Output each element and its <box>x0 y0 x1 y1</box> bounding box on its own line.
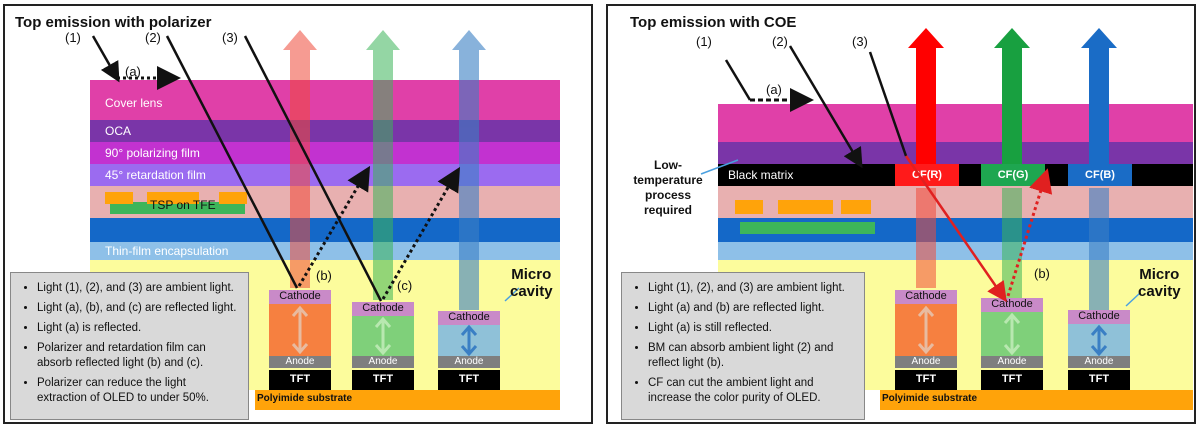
cathode-b: Cathode <box>438 311 500 325</box>
tsp-pad-right <box>219 192 247 204</box>
substrate-label: Polyimide substrate <box>257 393 353 404</box>
reflect-label-c: (c) <box>397 278 413 293</box>
oled-r <box>895 304 957 356</box>
notes-box: Light (1), (2), and (3) are ambient ligh… <box>10 272 249 420</box>
cover-lens-label: Cover lens <box>105 96 163 110</box>
note-item: BM can absorb ambient light (2) and refl… <box>648 341 854 371</box>
reflect-label-b: (b) <box>316 268 332 283</box>
anode-r: Anode <box>895 356 957 368</box>
retardation-film-label: 45° retardation film <box>105 168 206 182</box>
polyimide-substrate <box>255 390 560 410</box>
anode-g: Anode <box>352 356 414 368</box>
cathode-g: Cathode <box>352 302 414 316</box>
anode-b: Anode <box>1068 356 1130 368</box>
tft-r: TFT <box>895 370 957 390</box>
polyimide-substrate <box>880 390 1193 410</box>
ray-label-2: (2) <box>772 34 788 49</box>
tft-g: TFT <box>981 370 1043 390</box>
reflect-label-b: (b) <box>1034 266 1050 281</box>
oca-layer <box>718 142 1193 164</box>
ray-label-3: (3) <box>222 30 238 45</box>
polarizing-film-label: 90° polarizing film <box>105 146 200 160</box>
note-item: Light (a) is still reflected. <box>648 321 854 336</box>
note-item: Polarizer and retardation film can absor… <box>37 341 238 371</box>
tfe-label: Thin-film encapsulation <box>105 244 229 258</box>
panel-polarizer: Top emission with polarizer Cover lens O… <box>3 4 593 424</box>
cf-green: CF(G) <box>981 164 1045 186</box>
oled-r <box>269 304 331 356</box>
panel-coe: Top emission with COE Black matrix CF(R)… <box>606 4 1196 424</box>
tsp-green-bar <box>740 222 875 234</box>
cathode-r: Cathode <box>269 290 331 304</box>
note-item: CF can cut the ambient light and increas… <box>648 376 854 406</box>
note-item: Light (a), (b), and (c) are reflected li… <box>37 301 238 316</box>
note-item: Light (a) and (b) are reflected light. <box>648 301 854 316</box>
note-item: Light (1), (2), and (3) are ambient ligh… <box>648 281 854 296</box>
tft-r: TFT <box>269 370 331 390</box>
cathode-b: Cathode <box>1068 310 1130 324</box>
cathode-r: Cathode <box>895 290 957 304</box>
thin-film-layer <box>718 242 1193 260</box>
panel-title: Top emission with polarizer <box>15 14 212 31</box>
cathode-g: Cathode <box>981 298 1043 312</box>
cover-layer <box>718 104 1193 142</box>
tft-b: TFT <box>1068 370 1130 390</box>
anode-r: Anode <box>269 356 331 368</box>
ray-label-1: (1) <box>696 34 712 49</box>
reflect-label-a: (a) <box>125 64 141 79</box>
ray-label-2: (2) <box>145 30 161 45</box>
oca-label: OCA <box>105 124 132 138</box>
note-item: Light (1), (2), and (3) are ambient ligh… <box>37 281 238 296</box>
ray-1 <box>91 35 120 83</box>
tsp-pad-right <box>841 200 871 214</box>
substrate-label: Polyimide substrate <box>882 393 978 404</box>
tsp-pad-middle <box>778 200 833 214</box>
oled-b <box>1068 324 1130 356</box>
tsp-pad-left <box>105 192 133 204</box>
note-item: Polarizer can reduce the light extractio… <box>37 376 238 406</box>
tfe-layer <box>90 218 560 242</box>
tft-b: TFT <box>438 370 500 390</box>
oled-b <box>438 325 500 356</box>
ray-1 <box>724 59 752 101</box>
black-matrix-label: Black matrix <box>728 168 794 182</box>
ray-label-3: (3) <box>852 34 868 49</box>
anode-b: Anode <box>438 356 500 368</box>
tsp-pad-left <box>735 200 763 214</box>
panel-title: Top emission with COE <box>630 14 797 31</box>
cf-red: CF(R) <box>895 164 959 186</box>
tsp-label: TSP on TFE <box>150 198 216 212</box>
ray-label-1: (1) <box>65 30 81 45</box>
oled-g <box>981 312 1043 356</box>
reflect-label-a: (a) <box>766 82 782 97</box>
notes-box: Light (1), (2), and (3) are ambient ligh… <box>621 272 865 420</box>
oca-layer <box>90 120 560 142</box>
oled-g <box>352 316 414 356</box>
note-item: Light (a) is reflected. <box>37 321 238 336</box>
tft-g: TFT <box>352 370 414 390</box>
cf-blue: CF(B) <box>1068 164 1132 186</box>
anode-g: Anode <box>981 356 1043 368</box>
